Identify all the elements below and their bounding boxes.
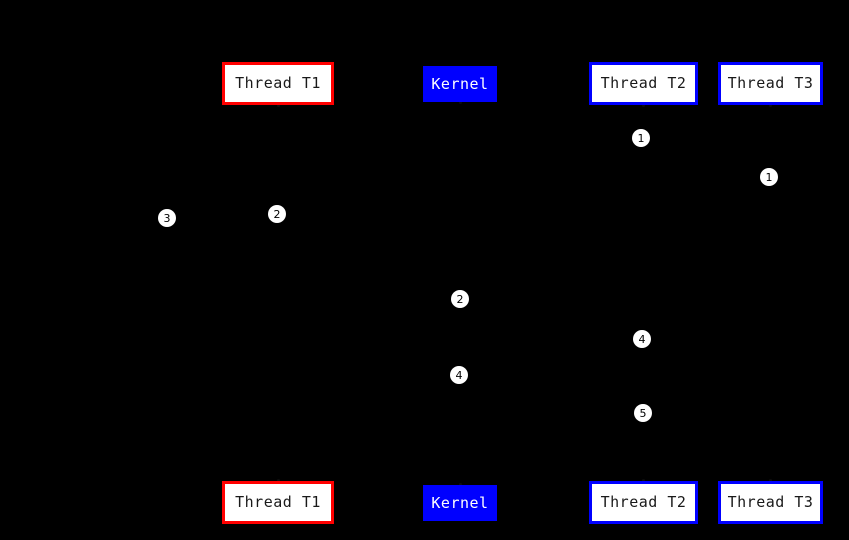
step-number: 1 [765, 170, 773, 184]
participant-label: Thread T1 [235, 493, 321, 511]
participant-label: Thread T3 [727, 493, 814, 511]
step-marker-2: 2 [268, 205, 286, 223]
participant-box-kernel[interactable]: Kernel [423, 66, 497, 102]
step-marker-5: 5 [634, 404, 652, 422]
lifeline-anchor-icon [459, 483, 462, 486]
participant-label: Thread T2 [600, 493, 687, 511]
step-number: 3 [163, 211, 171, 225]
participant-label: Kernel [431, 493, 489, 512]
lifeline-anchor-icon [277, 479, 280, 482]
participant-label: Kernel [431, 74, 489, 93]
participant-box-t2b[interactable]: Thread T2 [589, 481, 698, 524]
step-marker-4: 4 [450, 366, 468, 384]
lifeline-anchor-icon [769, 104, 772, 107]
step-marker-1: 1 [632, 129, 650, 147]
participant-box-t3b[interactable]: Thread T3 [718, 481, 823, 524]
lifeline-anchor-icon [642, 104, 645, 107]
lifeline-anchor-icon [769, 479, 772, 482]
lifeline [278, 105, 279, 481]
step-marker-4: 4 [633, 330, 651, 348]
step-number: 2 [273, 207, 281, 221]
participant-box-t1[interactable]: Thread T1 [222, 62, 334, 105]
step-marker-2: 2 [451, 290, 469, 308]
lifeline [643, 105, 644, 481]
step-number: 5 [639, 406, 647, 420]
lifeline-anchor-icon [459, 101, 462, 104]
step-number: 2 [456, 292, 464, 306]
step-number: 4 [638, 332, 646, 346]
participant-label: Thread T3 [727, 74, 814, 92]
lifeline-anchor-icon [642, 479, 645, 482]
participant-box-kernelb[interactable]: Kernel [423, 485, 497, 521]
participant-label: Thread T1 [235, 74, 321, 92]
participant-box-t1b[interactable]: Thread T1 [222, 481, 334, 524]
lifeline-anchor-icon [277, 104, 280, 107]
participant-label: Thread T2 [600, 74, 687, 92]
step-marker-1: 1 [760, 168, 778, 186]
step-number: 1 [637, 131, 645, 145]
step-number: 4 [455, 368, 463, 382]
lifeline [770, 105, 771, 481]
participant-box-t2[interactable]: Thread T2 [589, 62, 698, 105]
step-marker-3: 3 [158, 209, 176, 227]
participant-box-t3[interactable]: Thread T3 [718, 62, 823, 105]
